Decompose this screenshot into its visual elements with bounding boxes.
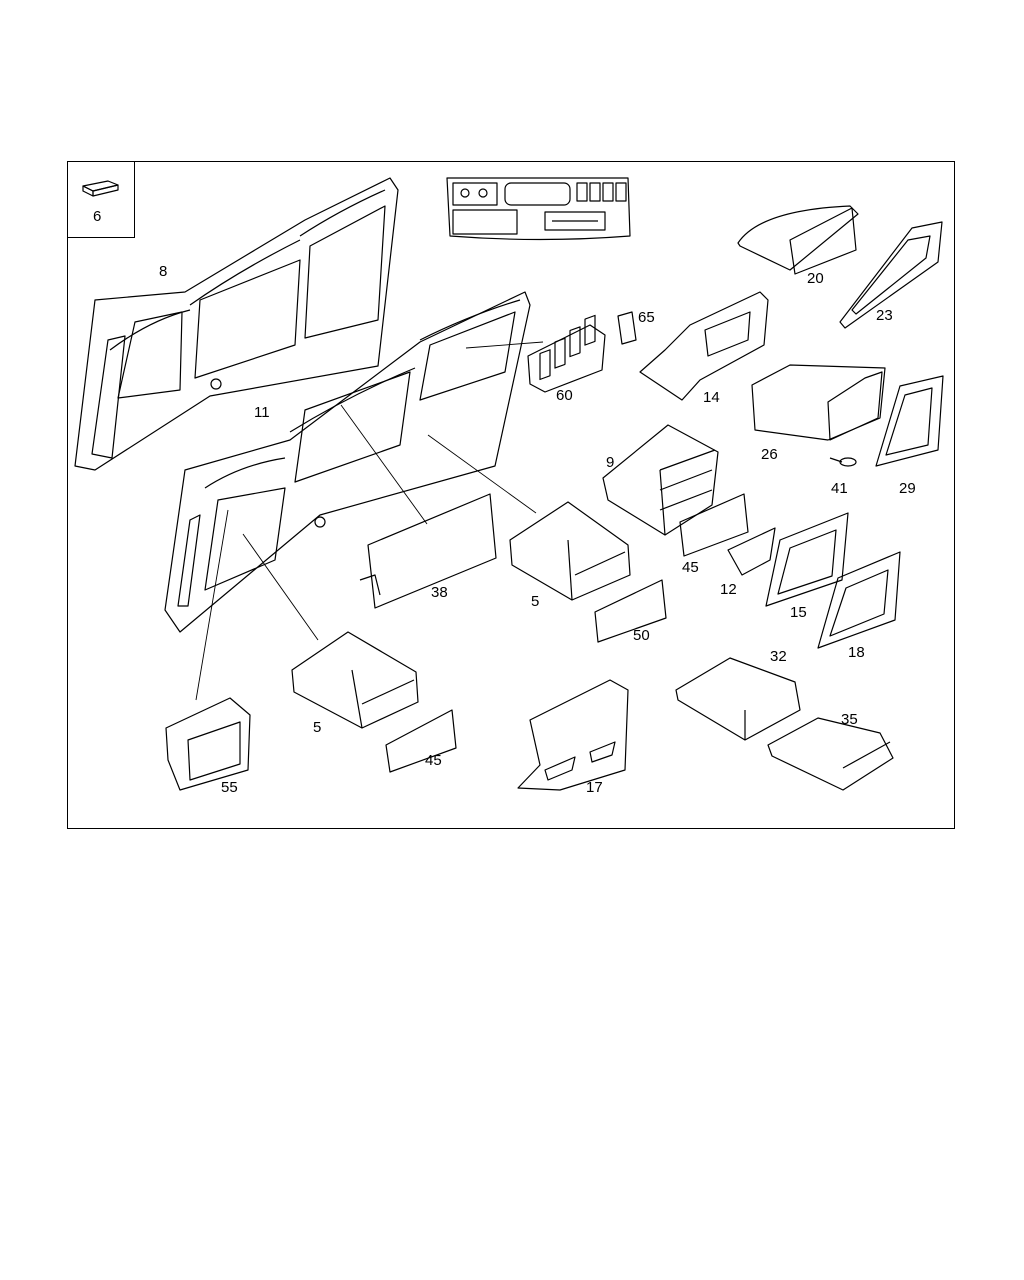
callout-14: 14 — [703, 389, 720, 406]
callout-12: 12 — [720, 581, 737, 598]
callout-5-lower: 5 — [313, 719, 322, 736]
part-9-shape — [602, 424, 719, 536]
part-60-shape — [527, 314, 606, 393]
dashboard-reference — [446, 177, 631, 241]
part-41-shape — [829, 457, 857, 467]
part-5-lower-shape — [291, 631, 419, 729]
callout-18: 18 — [848, 644, 865, 661]
callout-35: 35 — [841, 711, 858, 728]
part-8-panel — [74, 177, 399, 471]
part-38-shape — [359, 493, 497, 609]
callout-9: 9 — [606, 454, 615, 471]
part-50-shape — [594, 579, 667, 643]
part-17-shape — [517, 679, 629, 791]
callout-29: 29 — [899, 480, 916, 497]
leader-lines — [195, 341, 544, 701]
part-11-panel — [164, 291, 531, 633]
callout-50: 50 — [633, 627, 650, 644]
callout-45-lower: 45 — [425, 752, 442, 769]
callout-20: 20 — [807, 270, 824, 287]
part-23-shape — [839, 221, 943, 329]
part-20-shape — [737, 205, 859, 275]
callout-32: 32 — [770, 648, 787, 665]
callout-15: 15 — [790, 604, 807, 621]
part-26-shape — [751, 364, 886, 441]
part-55-shape — [165, 697, 251, 791]
callout-23: 23 — [876, 307, 893, 324]
callout-65: 65 — [638, 309, 655, 326]
part-32-shape — [675, 657, 801, 741]
part-45-lower-shape — [385, 709, 457, 773]
callout-41: 41 — [831, 480, 848, 497]
callout-5-upper: 5 — [531, 593, 540, 610]
part-45-right-shape — [679, 493, 749, 557]
part-5-upper-shape — [509, 501, 631, 601]
callout-6: 6 — [93, 208, 102, 225]
callout-60: 60 — [556, 387, 573, 404]
part-29-shape — [875, 375, 944, 467]
part-35-shape — [767, 717, 894, 791]
part-15-shape — [765, 512, 849, 607]
callout-45-right: 45 — [682, 559, 699, 576]
part-18-shape — [817, 551, 901, 649]
callout-55: 55 — [221, 779, 238, 796]
part-12-shape — [727, 527, 776, 576]
callout-38: 38 — [431, 584, 448, 601]
callout-17: 17 — [586, 779, 603, 796]
inset-box-part-6 — [67, 161, 135, 238]
part-14-shape — [639, 291, 769, 401]
part-65-shape — [617, 311, 637, 345]
callout-11: 11 — [254, 404, 270, 421]
callout-26: 26 — [761, 446, 778, 463]
callout-8: 8 — [159, 263, 168, 280]
part-6-shape — [82, 180, 119, 197]
